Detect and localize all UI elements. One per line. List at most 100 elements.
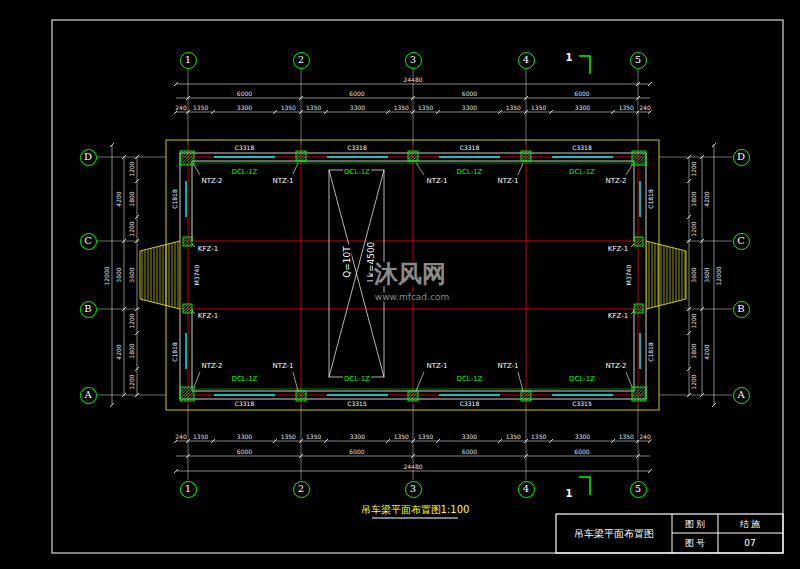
- dimension: 1200: [691, 160, 697, 177]
- window-tag: C3318: [234, 145, 255, 151]
- dimension: 4200: [116, 190, 122, 207]
- window-tag: C3315: [346, 401, 367, 407]
- dimension: 3600: [116, 266, 122, 283]
- column-tag: NTZ-1: [425, 363, 448, 370]
- dimension: 1350: [305, 105, 322, 111]
- beam-tag: DCL-1Z: [231, 376, 259, 383]
- column-tag: NTZ-1: [425, 178, 448, 185]
- dimension: 3600: [129, 266, 135, 283]
- dimension: 1800: [691, 342, 697, 359]
- dimension: 1350: [417, 434, 434, 440]
- dimension: 6000: [348, 91, 365, 97]
- dimension: 3300: [574, 105, 591, 111]
- dimension: 1350: [505, 434, 522, 440]
- dimension: 1200: [691, 373, 697, 390]
- dimension: 3300: [349, 105, 366, 111]
- column-tag: NTZ-2: [200, 363, 223, 370]
- axis-bubble: 5: [630, 52, 647, 69]
- title-cell: 图 别: [684, 520, 707, 529]
- dimension: 3300: [574, 434, 591, 440]
- dimension: 24480: [402, 464, 423, 470]
- dimension: 1200: [691, 220, 697, 237]
- axis-number: C: [737, 236, 745, 246]
- column-tag: KFZ-1: [197, 246, 219, 253]
- window-tag: C3318: [346, 145, 367, 151]
- axis-bubble: 3: [405, 52, 422, 69]
- dimension: 6000: [461, 91, 478, 97]
- dimension: 6000: [573, 449, 590, 455]
- dimension: 1350: [393, 105, 410, 111]
- column-tag: NTZ-1: [271, 363, 294, 370]
- beam-tag: DCL-1Z: [343, 376, 371, 383]
- dimension: 3300: [236, 434, 253, 440]
- axis-bubble: D: [80, 149, 97, 166]
- dimension: 1350: [280, 434, 297, 440]
- axis-bubble: 3: [405, 481, 422, 498]
- dimension: 1350: [618, 105, 635, 111]
- axis-bubble: C: [80, 233, 97, 250]
- dimension: 240: [638, 434, 651, 440]
- dimension: 12000: [104, 265, 110, 286]
- dimension: 1350: [505, 105, 522, 111]
- axis-number: C: [84, 236, 92, 246]
- axis-bubble: B: [733, 301, 750, 318]
- beam-tag: DCL-1Z: [343, 169, 371, 176]
- window-tag: C3315: [571, 401, 592, 407]
- dimension: 3600: [704, 266, 710, 283]
- axis-number: B: [84, 304, 91, 314]
- watermark: www.mfcad.com: [374, 293, 450, 302]
- axis-number: 2: [298, 484, 304, 494]
- dimension: 1350: [530, 434, 547, 440]
- dimension: 1800: [129, 190, 135, 207]
- window-tag: C3318: [571, 145, 592, 151]
- column-tag: NTZ-1: [271, 178, 294, 185]
- title-cell: 吊车梁平面布置图: [573, 529, 655, 539]
- section-mark: 1: [565, 489, 574, 499]
- crane-capacity: Q=10T: [343, 245, 352, 279]
- axis-number: A: [84, 390, 91, 400]
- dimension: 1200: [129, 160, 135, 177]
- beam-tag: DCL-1Z: [456, 169, 484, 176]
- dimension: 1200: [129, 220, 135, 237]
- window-tag: C1818: [648, 341, 654, 362]
- axis-number: A: [737, 390, 744, 400]
- dimension: 6000: [236, 449, 253, 455]
- dimension: 1350: [280, 105, 297, 111]
- axis-number: 5: [635, 484, 641, 494]
- dimension: 4200: [704, 343, 710, 360]
- column-tag: NTZ-2: [604, 363, 627, 370]
- axis-bubble: A: [733, 387, 750, 404]
- window-tag: C3318: [459, 145, 480, 151]
- dimension: 4200: [704, 190, 710, 207]
- title-cell: 结 施: [739, 520, 762, 529]
- axis-bubble: 4: [518, 52, 535, 69]
- dimension: 3600: [691, 266, 697, 283]
- axis-bubble: 2: [293, 52, 310, 69]
- dimension: 1350: [305, 434, 322, 440]
- dimension: 1350: [417, 105, 434, 111]
- column-tag: NTZ-1: [496, 363, 519, 370]
- axis-bubble: C: [733, 233, 750, 250]
- column-tag: KFZ-1: [197, 313, 219, 320]
- window-tag: C1818: [172, 188, 178, 209]
- dimension: 4200: [116, 343, 122, 360]
- dimension: 3300: [236, 105, 253, 111]
- beam-tag: DCL-1Z: [231, 169, 259, 176]
- axis-bubble: D: [733, 149, 750, 166]
- axis-bubble: 5: [630, 481, 647, 498]
- title-cell: 07: [743, 539, 756, 548]
- dimension: 6000: [348, 449, 365, 455]
- dimension: 1200: [691, 312, 697, 329]
- door-tag: M3740: [194, 264, 200, 286]
- axis-number: 1: [185, 484, 191, 494]
- axis-bubble: A: [80, 387, 97, 404]
- dimension: 6000: [461, 449, 478, 455]
- axis-number: 4: [523, 55, 529, 65]
- dimension: 1350: [530, 105, 547, 111]
- dimension: 1200: [129, 373, 135, 390]
- section-mark: 1: [565, 53, 574, 63]
- window-tag: C3318: [459, 401, 480, 407]
- axis-number: 3: [410, 484, 416, 494]
- column-tag: NTZ-2: [200, 178, 223, 185]
- dimension: 1350: [618, 434, 635, 440]
